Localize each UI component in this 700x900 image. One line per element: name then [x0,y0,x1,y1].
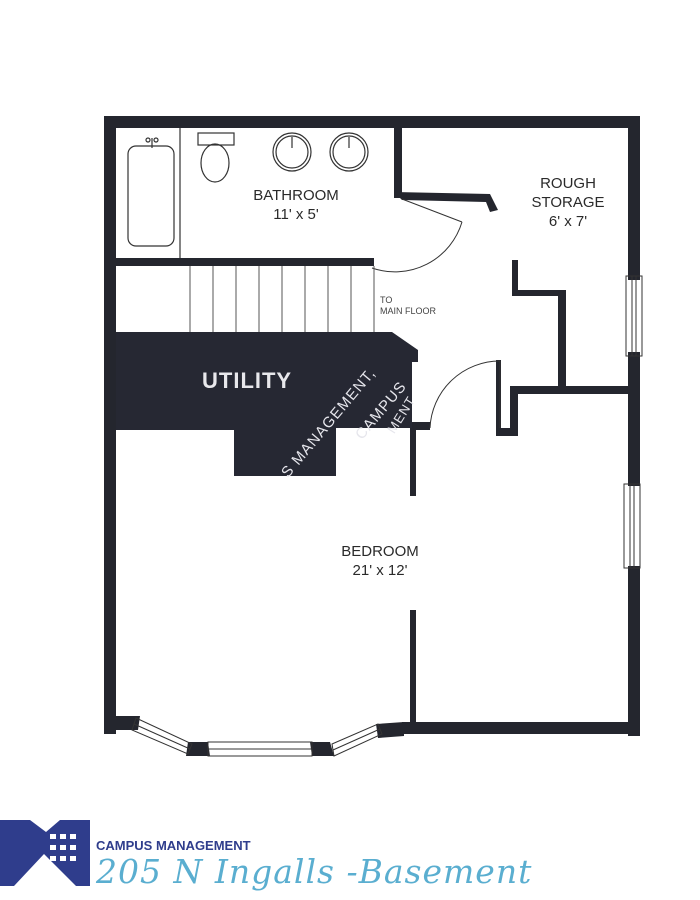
exterior-walls [104,116,640,756]
rough-storage-dimensions: 6' x 7' [548,213,588,230]
utility-label: UTILITY [202,368,293,393]
interior-walls [116,116,632,726]
stairs-note-line2: MAIN FLOOR [380,306,437,316]
rough-storage-label: ROUGH STORAGE 6' x 7' [516,174,620,231]
bedroom-name: BEDROOM [341,543,419,560]
bathroom-label: BATHROOM 11' x 5' [236,186,356,224]
stairs [189,266,375,332]
utility-room [116,332,418,476]
sink-icons [272,132,369,172]
rough-storage-name-line2: STORAGE [531,194,605,211]
bedroom-label: BEDROOM 21' x 12' [320,542,440,580]
footer-brand: CAMPUS MANAGEMENT [96,838,251,853]
toilet-icon [197,132,235,183]
bathroom-dimensions: 11' x 5' [273,206,319,223]
footer-title: 205 N Ingalls -Basement [96,852,533,891]
bathtub-icon [127,128,181,258]
bathroom-name: BATHROOM [253,187,339,204]
rough-storage-name-line1: ROUGH [540,175,596,192]
campus-management-logo [0,820,90,886]
stairs-note-line1: TO [380,295,393,305]
bay-windows [131,717,383,757]
right-windows [623,275,643,569]
bedroom-dimensions: 21' x 12' [352,562,408,579]
stairs-note: TO MAIN FLOOR [380,295,436,317]
door-swings [371,198,501,429]
